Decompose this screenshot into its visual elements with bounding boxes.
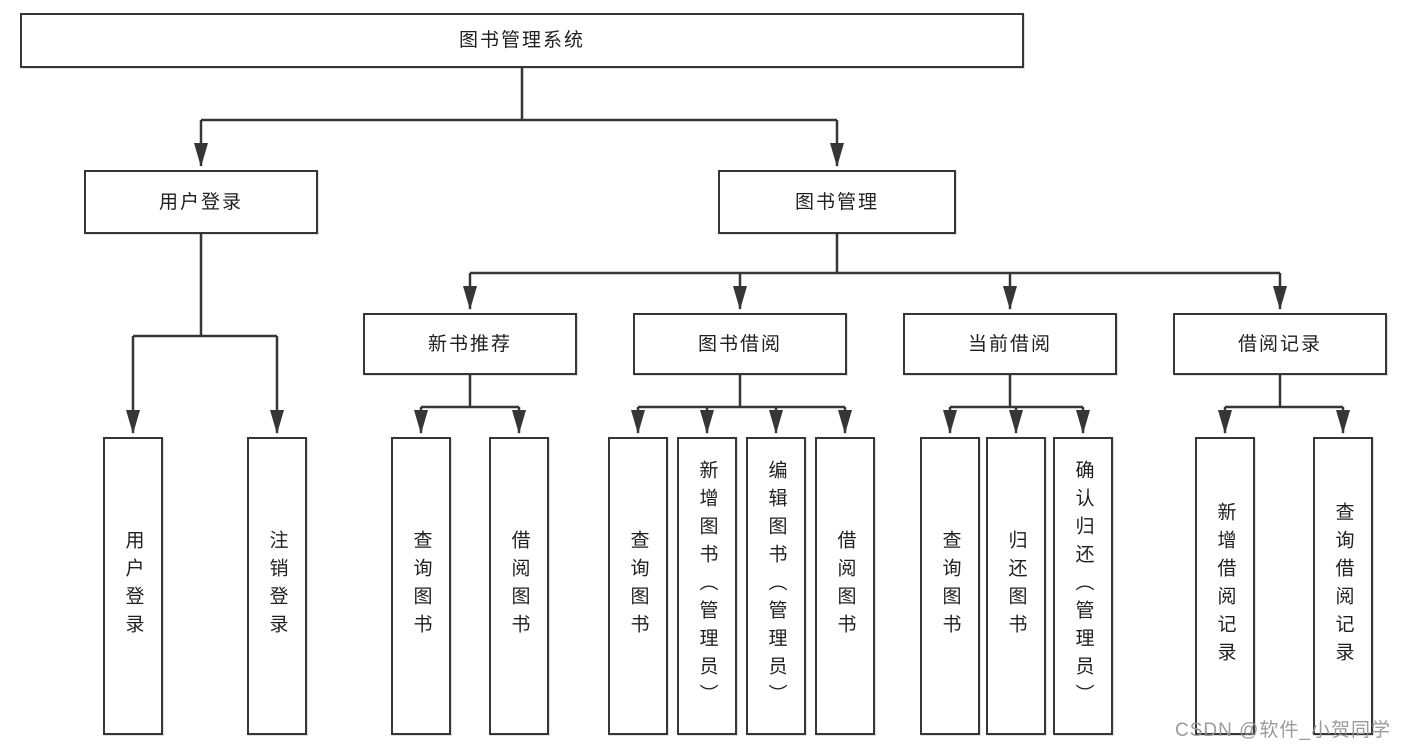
leaf-borrow-query-books-label: 查询图书	[627, 530, 649, 642]
node-root: 图书管理系统	[20, 13, 1024, 68]
leaf-edit-book-admin: 编辑图书（管理员）	[746, 437, 806, 735]
leaf-newbook-borrow-books-label: 借阅图书	[508, 530, 530, 642]
node-book-borrow: 图书借阅	[633, 313, 847, 375]
leaf-add-borrow-record-label: 新增借阅记录	[1214, 502, 1236, 670]
leaf-logout-label: 注销登录	[266, 530, 288, 642]
node-user-login-label: 用户登录	[158, 191, 243, 213]
leaf-add-book-admin-label: 新增图书（管理员）	[696, 460, 718, 712]
leaf-newbook-borrow-books: 借阅图书	[489, 437, 549, 735]
leaf-current-query-books-label: 查询图书	[939, 530, 961, 642]
node-user-login: 用户登录	[84, 170, 318, 234]
node-current-borrow-label: 当前借阅	[967, 333, 1052, 355]
leaf-newbook-query-books: 查询图书	[391, 437, 451, 735]
leaf-confirm-return-admin-label: 确认归还（管理员）	[1072, 460, 1094, 712]
leaf-borrow-books: 借阅图书	[815, 437, 875, 735]
leaf-current-query-books: 查询图书	[920, 437, 980, 735]
node-borrow-record-label: 借阅记录	[1237, 333, 1322, 355]
leaf-query-borrow-record-label: 查询借阅记录	[1332, 502, 1354, 670]
node-new-book-recommend-label: 新书推荐	[427, 333, 512, 355]
leaf-borrow-books-label: 借阅图书	[834, 530, 856, 642]
leaf-user-login: 用户登录	[103, 437, 163, 735]
leaf-query-borrow-record: 查询借阅记录	[1313, 437, 1373, 735]
node-book-management: 图书管理	[718, 170, 956, 234]
leaf-newbook-query-books-label: 查询图书	[410, 530, 432, 642]
connector-new-book-branch	[414, 375, 526, 434]
leaf-return-books-label: 归还图书	[1005, 530, 1027, 642]
leaf-edit-book-admin-label: 编辑图书（管理员）	[765, 460, 787, 712]
node-current-borrow: 当前借阅	[903, 313, 1117, 375]
leaf-user-login-label: 用户登录	[122, 530, 144, 642]
leaf-confirm-return-admin: 确认归还（管理员）	[1053, 437, 1113, 735]
leaf-add-borrow-record: 新增借阅记录	[1195, 437, 1255, 735]
leaf-logout: 注销登录	[247, 437, 307, 735]
node-new-book-recommend: 新书推荐	[363, 313, 577, 375]
node-book-management-label: 图书管理	[794, 191, 879, 213]
connector-root-to-level2	[194, 68, 844, 167]
leaf-return-books: 归还图书	[986, 437, 1046, 735]
connector-current-borrow-branch	[943, 375, 1090, 434]
node-book-borrow-label: 图书借阅	[697, 333, 782, 355]
leaf-add-book-admin: 新增图书（管理员）	[677, 437, 737, 735]
leaf-borrow-query-books: 查询图书	[608, 437, 668, 735]
connector-user-login-branch	[126, 234, 284, 434]
connector-book-borrow-branch	[631, 375, 852, 434]
node-root-label: 图书管理系统	[458, 30, 585, 51]
node-borrow-record: 借阅记录	[1173, 313, 1387, 375]
connector-borrow-record-branch	[1218, 375, 1350, 434]
csdn-watermark: CSDN @软件_小贺同学	[1175, 720, 1391, 741]
connector-book-management-branch	[463, 234, 1287, 310]
